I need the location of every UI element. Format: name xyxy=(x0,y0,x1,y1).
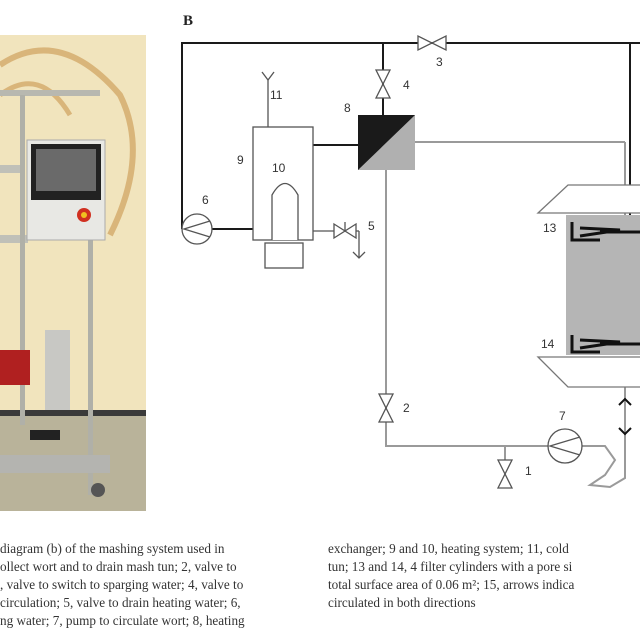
panel-label: B xyxy=(183,13,193,29)
label-7: 7 xyxy=(559,409,566,423)
caption-line: tun; 13 and 14, 4 filter cylinders with … xyxy=(328,559,573,574)
label-10: 10 xyxy=(272,161,286,175)
caption-line: ng water; 7, pump to circulate wort; 8, … xyxy=(0,613,245,628)
caption-line: diagram (b) of the mashing system used i… xyxy=(0,541,225,556)
pump-6 xyxy=(181,213,213,245)
valve-2 xyxy=(377,393,395,423)
cold-water-inlet-11 xyxy=(261,71,275,127)
valve-1 xyxy=(496,459,514,489)
caption-line: circulation; 5, valve to drain heating w… xyxy=(0,595,241,610)
caption-line: exchanger; 9 and 10, heating system; 11,… xyxy=(328,541,569,556)
caption-line: , valve to switch to sparging water; 4, … xyxy=(0,577,244,592)
flow-arrows-15 xyxy=(618,397,632,436)
label-5: 5 xyxy=(368,219,375,233)
label-1: 1 xyxy=(525,464,532,478)
valve-5 xyxy=(313,222,366,259)
heating-system-9-10 xyxy=(252,126,314,269)
mashing-system-diagram: B xyxy=(181,13,640,489)
label-11: 11 xyxy=(270,88,283,102)
label-13: 13 xyxy=(543,221,557,235)
label-2: 2 xyxy=(403,401,410,415)
caption-line: circulated in both directions xyxy=(328,595,476,610)
caption-left-column: diagram (b) of the mashing system used i… xyxy=(0,540,245,630)
label-4: 4 xyxy=(403,78,410,92)
pump-7 xyxy=(547,428,583,464)
mash-tun xyxy=(536,184,640,388)
caption-line: total surface area of 0.06 m²; 15, arrow… xyxy=(328,577,575,592)
filter-14 xyxy=(570,335,640,354)
label-3: 3 xyxy=(436,55,443,69)
valve-3 xyxy=(417,34,447,52)
label-9: 9 xyxy=(237,153,244,167)
filter-13 xyxy=(570,222,640,242)
label-8: 8 xyxy=(344,101,351,115)
mashing-system-photo xyxy=(0,35,146,511)
caption-line: ollect wort and to drain mash tun; 2, va… xyxy=(0,559,237,574)
heat-exchanger-8 xyxy=(358,115,415,170)
label-14: 14 xyxy=(541,337,555,351)
caption-right-column: exchanger; 9 and 10, heating system; 11,… xyxy=(328,540,574,612)
label-6: 6 xyxy=(202,193,209,207)
wort-circuit xyxy=(385,141,626,489)
valve-4 xyxy=(374,69,392,99)
